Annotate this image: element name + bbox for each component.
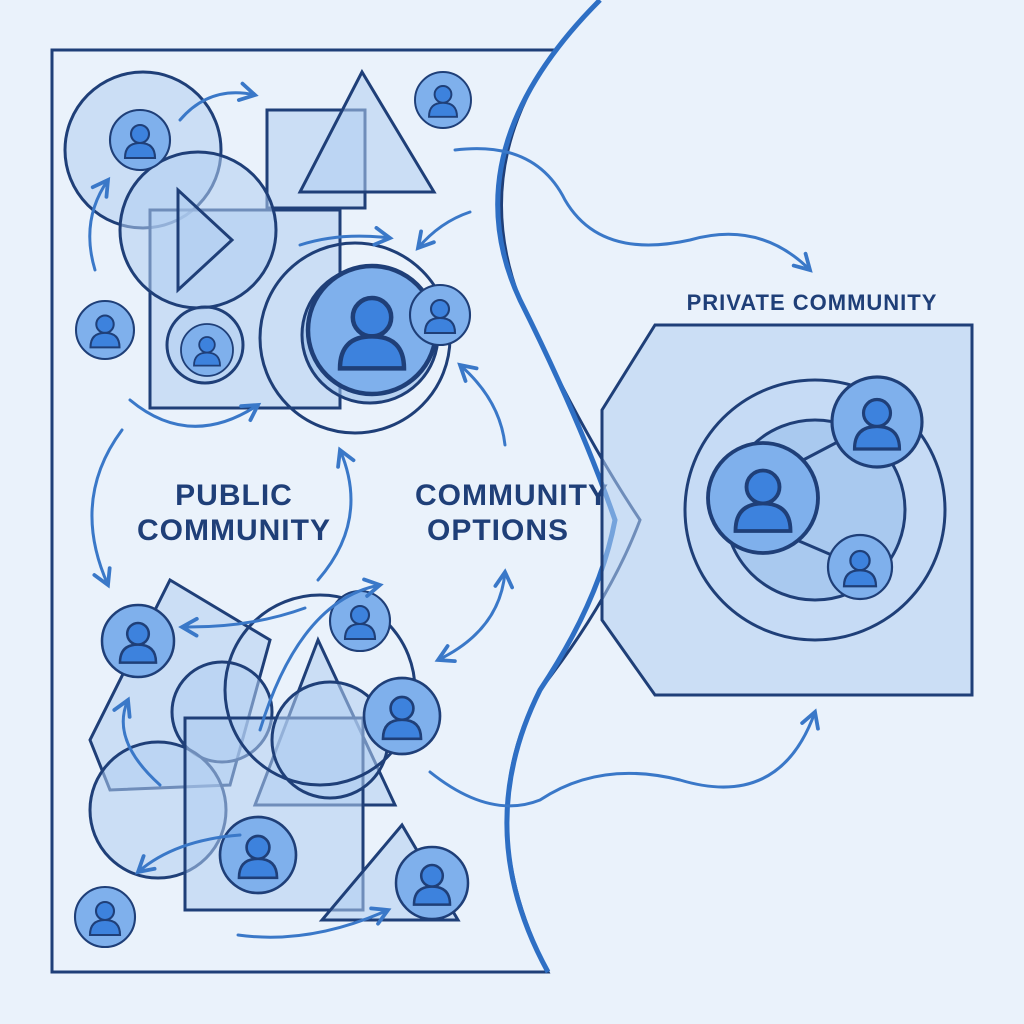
connection-arrow bbox=[453, 147, 813, 273]
connection-arrow bbox=[112, 696, 162, 787]
user-avatar-icon bbox=[362, 676, 442, 756]
public-community-label: COMMUNITY bbox=[137, 514, 331, 547]
user-avatar-icon bbox=[826, 533, 894, 601]
connection-arrow bbox=[128, 398, 262, 428]
connection-arrow bbox=[434, 568, 514, 664]
user-avatar-icon bbox=[408, 283, 472, 347]
connection-arrow bbox=[316, 446, 356, 582]
user-avatar-icon bbox=[74, 299, 136, 361]
user-avatar-icon bbox=[414, 71, 472, 129]
private-community-label: PRIVATE COMMUNITY bbox=[687, 290, 938, 315]
user-avatar-icon bbox=[108, 108, 172, 172]
connection-arrow bbox=[178, 81, 259, 122]
user-avatar-icon bbox=[706, 441, 820, 555]
middle-arrows bbox=[90, 428, 514, 664]
user-avatar-icon bbox=[180, 323, 234, 377]
connection-arrow bbox=[298, 226, 394, 247]
community-options-label: COMMUNITY bbox=[415, 479, 609, 512]
connection-arrow bbox=[88, 176, 111, 272]
user-avatar-icon bbox=[100, 603, 176, 679]
bottom-arrows bbox=[112, 577, 820, 939]
user-avatar-icon bbox=[328, 589, 392, 653]
top-arrows bbox=[88, 81, 813, 447]
user-avatar-icon bbox=[394, 845, 470, 921]
triangle-shape bbox=[176, 186, 235, 294]
connection-arrow bbox=[457, 362, 507, 447]
connection-arrow bbox=[135, 833, 242, 875]
connection-arrow bbox=[258, 577, 384, 732]
connection-arrow bbox=[178, 606, 307, 638]
private-community-panel bbox=[600, 323, 974, 697]
community-options-label: OPTIONS bbox=[427, 514, 569, 547]
user-avatar-icon bbox=[73, 885, 137, 949]
user-avatar-icon bbox=[218, 815, 298, 895]
connection-arrow bbox=[90, 428, 124, 589]
connection-arrow bbox=[428, 708, 820, 808]
connection-arrow bbox=[415, 210, 472, 251]
user-avatar-icon bbox=[830, 375, 924, 469]
connection-arrow bbox=[236, 906, 392, 939]
triangle-shape bbox=[297, 68, 437, 194]
public-community-label: PUBLIC bbox=[175, 479, 293, 512]
